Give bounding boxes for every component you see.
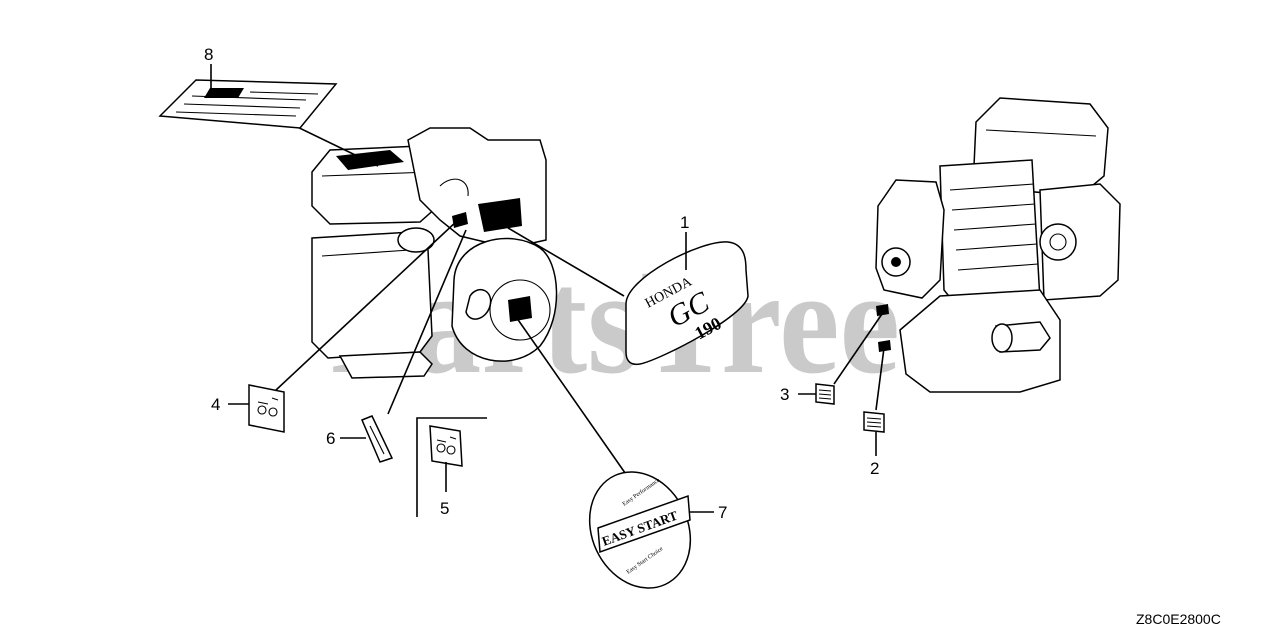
choke-lever-label-icon bbox=[248, 384, 285, 433]
choke-label-small bbox=[429, 425, 463, 467]
callout-7: 7 bbox=[718, 503, 727, 522]
callout-6: 6 bbox=[326, 429, 335, 448]
label-2 bbox=[863, 411, 885, 433]
caution-label-icon bbox=[158, 79, 338, 129]
easy-start-emblem: EASY START Easy Performance Easy Start C… bbox=[588, 471, 692, 589]
callout-1: 1 bbox=[680, 213, 689, 232]
callout-5: 5 bbox=[440, 499, 449, 518]
model-mark-decal: HONDA GC 190 bbox=[625, 241, 749, 366]
callout-4: 4 bbox=[211, 395, 220, 414]
strip-decal bbox=[361, 415, 394, 463]
callout-2: 2 bbox=[870, 459, 879, 478]
engine-front-view-icon bbox=[311, 127, 558, 379]
label-3 bbox=[815, 383, 835, 405]
drawing-code: Z8C0E2800C bbox=[1136, 611, 1221, 627]
engine-rear-view-icon bbox=[875, 97, 1121, 393]
callout-8: 8 bbox=[204, 45, 213, 64]
callout-3: 3 bbox=[780, 385, 789, 404]
